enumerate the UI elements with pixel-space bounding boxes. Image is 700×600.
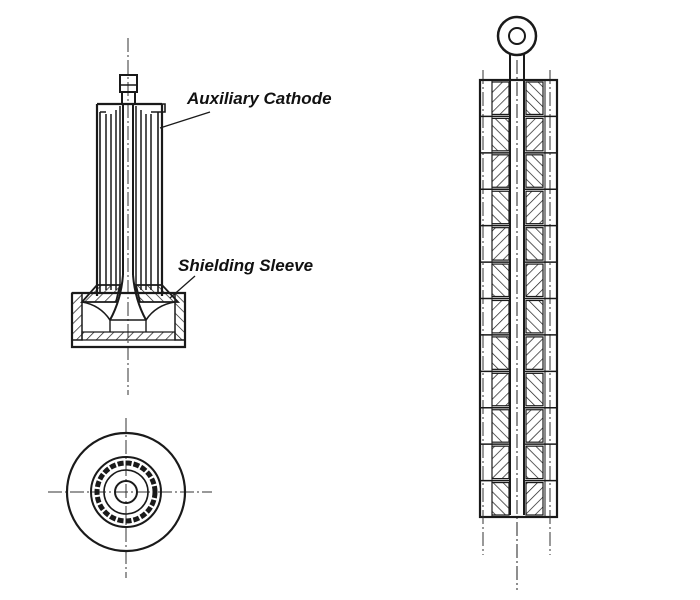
auxiliary-cathode-label: Auxiliary Cathode [186, 89, 332, 108]
column-segment-right [525, 445, 544, 480]
base-cup [70, 291, 187, 349]
column-segment-right [525, 336, 544, 370]
segmented-column [478, 15, 559, 590]
column-segment-right [525, 372, 544, 407]
column-segment-right [525, 190, 544, 225]
column-segment-left [491, 445, 510, 480]
top-plan-view [48, 418, 212, 578]
central-shaft [109, 104, 147, 321]
column-segment-right [525, 299, 544, 334]
column-segment-right [525, 154, 544, 188]
column-segments [480, 79, 557, 517]
column-segment-left [491, 263, 510, 298]
column-segment-left [491, 227, 510, 261]
column-segment-right [525, 117, 544, 152]
column-segment-left [491, 117, 510, 152]
hanging-ring-icon [496, 15, 538, 57]
side-section-view: Auxiliary Cathode Shielding Sleeve [70, 38, 332, 395]
center-bore [114, 480, 138, 504]
column-segment-right [525, 263, 544, 298]
inner-ring [103, 469, 149, 515]
column-segment-right [525, 481, 544, 516]
auxiliary-cathode-body [95, 102, 166, 296]
column-segment-left [491, 336, 510, 370]
column-segment-left [491, 481, 510, 516]
rib-ring [94, 460, 158, 524]
shielding-sleeve-label: Shielding Sleeve [178, 256, 313, 275]
column-segment-right [525, 227, 544, 261]
column-segment-left [491, 299, 510, 334]
shielding-sleeve-leader [169, 275, 196, 299]
middle-ring [90, 456, 162, 528]
column-segment-left [491, 372, 510, 407]
central-rod [509, 62, 525, 515]
column-segment-left [491, 190, 510, 225]
column-segment-left [491, 81, 510, 116]
outer-ring [65, 431, 187, 553]
column-segment-left [491, 154, 510, 188]
column-segment-left [491, 409, 510, 443]
column-segment-right [525, 409, 544, 443]
auxiliary-cathode-leader [159, 111, 211, 129]
column-segment-right [525, 81, 544, 116]
